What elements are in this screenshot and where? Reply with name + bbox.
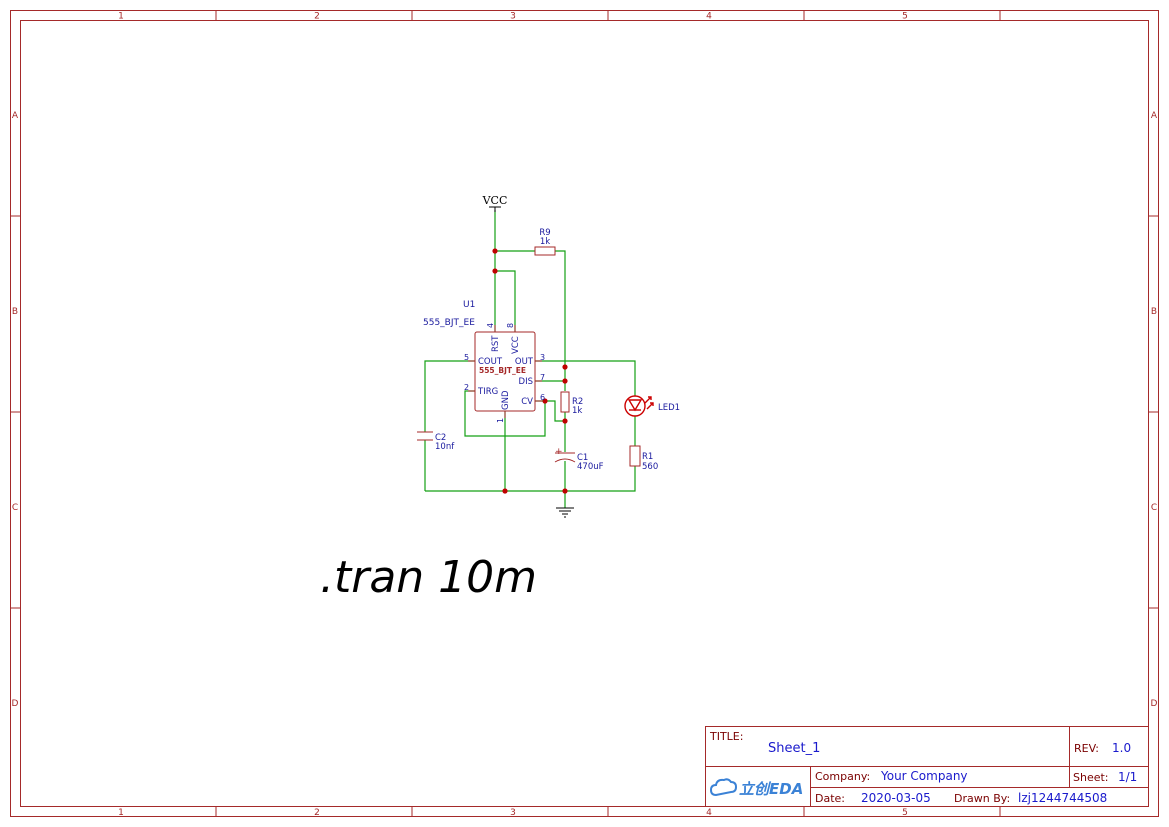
c1-polarity: + [555, 447, 563, 457]
wire-vcc-pin8 [495, 270, 516, 332]
c2-value: 10nf [435, 442, 455, 452]
logo-text: 立创EDA [739, 780, 803, 798]
row-label-d-left: D [12, 699, 19, 709]
r2-resistor[interactable]: R2 1k [560, 391, 583, 416]
title-label: TITLE: [709, 730, 743, 743]
junction-dot [562, 418, 568, 424]
u1-pin-cout-name: COUT [478, 357, 503, 367]
vcc-power-symbol[interactable]: VCC [482, 194, 508, 212]
row-label-c-left: C [12, 503, 18, 513]
u1-pin-out-num: 3 [540, 353, 545, 362]
col-label-5-bottom: 5 [902, 808, 908, 818]
company-label: Company: [815, 770, 870, 783]
r2-value: 1k [572, 406, 582, 416]
date-label: Date: [815, 792, 845, 805]
junction-dot [492, 268, 498, 274]
r1-value: 560 [642, 462, 658, 472]
lceda-logo: 立创EDA [709, 778, 803, 798]
u1-pin-rst-name: RST [491, 335, 501, 352]
row-label-c-right: C [1151, 503, 1157, 513]
row-label-a-left: A [12, 111, 19, 121]
u1-pin-dis-name: DIS [519, 377, 533, 387]
u1-555-timer[interactable]: U1 555_BJT_EE 555_BJT_EE COUT TIRG OUT D… [423, 300, 545, 423]
u1-pin-vcc-num: 8 [506, 323, 515, 328]
u1-pin-cout-num: 5 [464, 353, 469, 362]
row-label-b-right: B [1151, 307, 1157, 317]
drawn-by-value[interactable]: lzj1244744508 [1018, 791, 1107, 805]
col-label-1-bottom: 1 [118, 808, 124, 818]
led1-ref: LED1 [658, 403, 680, 413]
wire-cv-r2-node [545, 400, 565, 422]
col-label-4-bottom: 4 [706, 808, 712, 818]
col-label-4-top: 4 [706, 12, 712, 22]
junction-dot [542, 398, 548, 404]
col-label-3-top: 3 [510, 12, 516, 22]
drawn-by-label: Drawn By: [954, 792, 1010, 805]
col-label-3-bottom: 3 [510, 808, 516, 818]
sheet-label: Sheet: [1073, 771, 1109, 784]
rev-label: REV: [1074, 742, 1099, 755]
row-label-d-right: D [1151, 699, 1158, 709]
r2-ref: R2 [572, 397, 583, 407]
r9-resistor[interactable]: R9 1k [534, 228, 556, 256]
u1-pin-cv-num: 6 [540, 393, 545, 402]
title-value[interactable]: Sheet_1 [768, 741, 820, 756]
u1-pin-tirg-name: TIRG [477, 387, 498, 397]
rev-value[interactable]: 1.0 [1112, 741, 1131, 755]
col-label-5-top: 5 [902, 12, 908, 22]
u1-pin-gnd-name: GND [501, 390, 511, 410]
cloud-icon [709, 778, 738, 797]
wire-r9-dis [555, 250, 566, 391]
row-label-a-right: A [1151, 111, 1158, 121]
junction-dot [502, 488, 508, 494]
u1-ref: U1 [463, 300, 475, 310]
col-label-2-bottom: 2 [314, 808, 320, 818]
company-value[interactable]: Your Company [880, 769, 968, 783]
u1-pin-rst-num: 4 [486, 323, 495, 328]
row-label-b-left: B [12, 307, 18, 317]
u1-pin-vcc-name: VCC [511, 336, 521, 354]
c1-ref: C1 [577, 453, 588, 463]
date-value[interactable]: 2020-03-05 [861, 791, 931, 805]
u1-pin-gnd-num: 1 [496, 418, 505, 423]
ground-symbol[interactable] [556, 507, 574, 518]
wire-out-led [535, 360, 636, 396]
title-block: TITLE: Sheet_1 REV: 1.0 立创EDA Company: Y… [705, 726, 1149, 807]
sheet-value[interactable]: 1/1 [1118, 770, 1137, 784]
r1-resistor[interactable]: R1 560 [629, 445, 658, 472]
u1-pin-dis-num: 7 [540, 373, 545, 382]
wire-cout-c2 [424, 360, 475, 432]
junction-dot [562, 488, 568, 494]
u1-body-label: 555_BJT_EE [479, 366, 526, 375]
r1-ref: R1 [642, 452, 653, 462]
junction-dot [492, 248, 498, 254]
u1-pin-out-name: OUT [515, 357, 534, 367]
u1-pin-cv-name: CV [521, 397, 533, 407]
led1-diode[interactable]: LED1 [624, 395, 680, 417]
c2-ref: C2 [435, 433, 446, 443]
c2-capacitor[interactable]: C2 10nf [417, 431, 455, 452]
c1-capacitor[interactable]: + C1 470uF [554, 447, 604, 472]
col-label-1-top: 1 [118, 12, 124, 22]
r9-value: 1k [540, 237, 550, 247]
u1-value: 555_BJT_EE [423, 318, 475, 328]
junctions [492, 248, 568, 494]
c1-value: 470uF [577, 462, 604, 472]
r9-ref: R9 [539, 228, 550, 238]
drawing-frame: 1 2 3 4 5 1 2 3 4 5 A B C D A B C D [10, 10, 1159, 818]
junction-dot [562, 378, 568, 384]
vcc-label: VCC [482, 194, 508, 207]
wire-r1-gnd [425, 466, 636, 492]
u1-pin-tirg-num: 2 [464, 383, 469, 392]
col-label-2-top: 2 [314, 12, 320, 22]
spice-directive-text[interactable]: .tran 10m [320, 552, 537, 603]
junction-dot [562, 364, 568, 370]
